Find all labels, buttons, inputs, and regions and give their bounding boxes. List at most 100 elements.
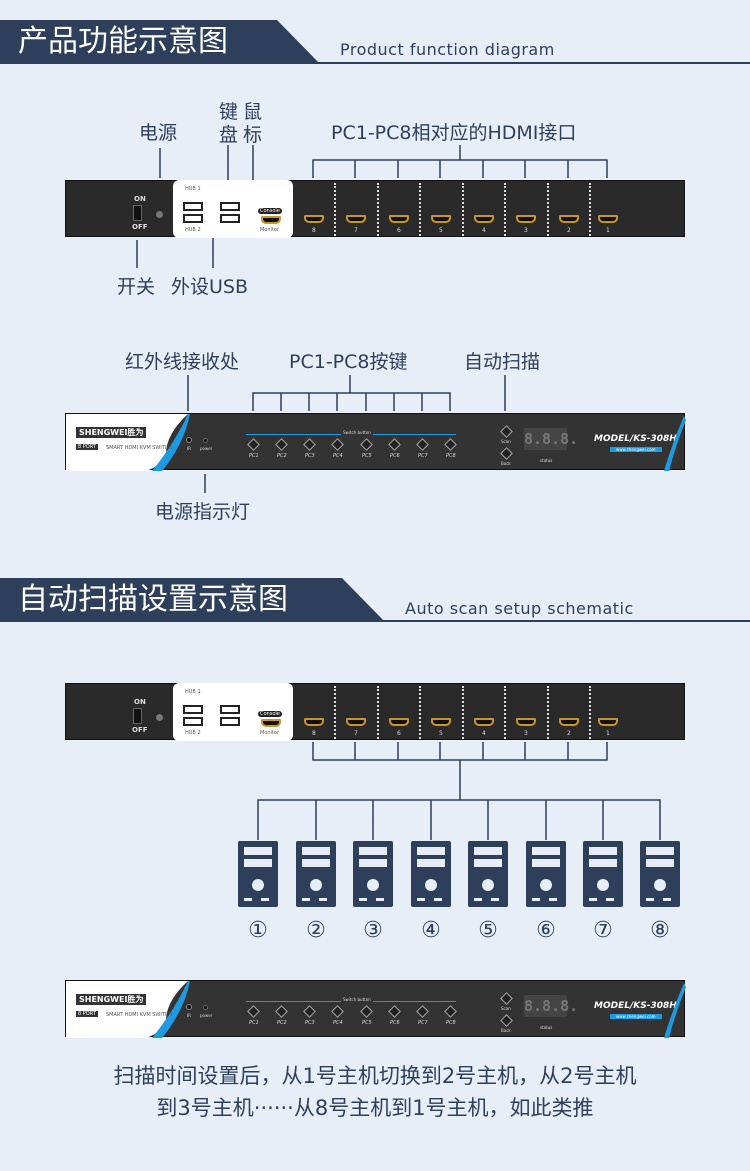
usb-port xyxy=(183,717,203,726)
port-separator xyxy=(589,686,591,739)
port-separator xyxy=(377,183,379,236)
port-number: 8 xyxy=(312,227,316,234)
label-off: OFF xyxy=(132,223,148,231)
pc-button-4[interactable] xyxy=(331,1005,344,1018)
computer-number: ⑧ xyxy=(650,918,670,943)
label-hub1: HUB 1 xyxy=(185,186,201,192)
label-ir: IR xyxy=(187,1013,191,1018)
port-separator xyxy=(504,686,506,739)
pc-button-label: PC7 xyxy=(418,453,428,459)
port-separator xyxy=(419,686,421,739)
computer-number: ① xyxy=(248,918,268,943)
pc-button-label: PC5 xyxy=(362,453,372,459)
pc-button-label: PC2 xyxy=(277,1020,287,1026)
label-status: status xyxy=(540,458,553,463)
label-ir-receiver: 红外线接收处 xyxy=(125,351,240,373)
port xyxy=(549,898,557,901)
hdmi-port-2 xyxy=(346,718,366,726)
port-separator xyxy=(504,183,506,236)
port xyxy=(417,898,425,901)
computer-icon xyxy=(238,841,278,907)
port xyxy=(606,898,614,901)
port xyxy=(376,898,384,901)
header-band-shape xyxy=(0,20,320,64)
pc-button-7[interactable] xyxy=(416,1005,429,1018)
usb-port xyxy=(183,202,203,211)
hdmi-port-5 xyxy=(474,718,494,726)
pc-button-3[interactable] xyxy=(303,1005,316,1018)
label-power: power xyxy=(200,446,213,451)
computer-icon xyxy=(353,841,393,907)
label-scan: Scan xyxy=(501,1006,511,1011)
label-on: ON xyxy=(134,698,146,706)
pc-button-6[interactable] xyxy=(388,1005,401,1018)
port xyxy=(244,898,252,901)
back-button[interactable] xyxy=(500,1014,513,1027)
power-button xyxy=(310,879,322,891)
front-callout-lines xyxy=(187,375,506,493)
model-label: MODEL/KS-308H xyxy=(594,1001,677,1011)
pc-button-label: PC4 xyxy=(333,1020,343,1026)
label-back: Back xyxy=(501,1028,511,1033)
port-number: 4 xyxy=(482,227,486,234)
label-back: Back xyxy=(501,461,511,466)
scan-button[interactable] xyxy=(500,992,513,1005)
divider xyxy=(318,62,750,64)
label-power-led: 电源指示灯 xyxy=(155,501,251,523)
hdmi-port-6 xyxy=(516,718,536,726)
label-hub2: HUB 2 xyxy=(185,227,201,233)
pc-button-label: PC1 xyxy=(249,1020,259,1026)
section-title: 自动扫描设置示意图 xyxy=(18,582,288,617)
drive-bay xyxy=(302,859,330,867)
usb-port xyxy=(183,214,203,223)
hdmi-port-8 xyxy=(598,215,618,223)
power-switch xyxy=(133,205,142,221)
product-name: SMART HDMI KVM SWITCH xyxy=(106,445,172,451)
port-number: 3 xyxy=(524,730,528,737)
power-switch xyxy=(133,708,142,724)
port-number: 7 xyxy=(354,730,358,737)
pc-button-label: PC3 xyxy=(305,1020,315,1026)
website-label: www.shengwei.com xyxy=(610,1014,662,1019)
port-number: 7 xyxy=(354,227,358,234)
hdmi-port-3 xyxy=(389,215,409,223)
port xyxy=(646,898,654,901)
usb-port xyxy=(220,202,240,211)
port-separator xyxy=(419,183,421,236)
connection-tree xyxy=(257,742,661,840)
computer-number: ⑥ xyxy=(536,918,556,943)
power-button xyxy=(252,879,264,891)
pc-button-1[interactable] xyxy=(247,1005,260,1018)
hdmi-port-3 xyxy=(389,718,409,726)
port-number: 2 xyxy=(567,227,571,234)
power-button xyxy=(654,879,666,891)
drive-bay xyxy=(417,847,445,855)
pc-button-5[interactable] xyxy=(360,1005,373,1018)
port xyxy=(532,898,540,901)
power-button xyxy=(482,879,494,891)
header-band-shape xyxy=(0,578,385,622)
section-subtitle: Auto scan setup schematic xyxy=(405,599,634,618)
hdmi-port-8 xyxy=(598,718,618,726)
drive-bay xyxy=(474,847,502,855)
pc-button-8[interactable] xyxy=(444,1005,457,1018)
power-button xyxy=(367,879,379,891)
port-number: 1 xyxy=(606,227,610,234)
hdmi-port xyxy=(261,216,281,224)
computer-icon xyxy=(468,841,508,907)
port-number: 4 xyxy=(482,730,486,737)
port xyxy=(261,898,269,901)
footer-line-1: 扫描时间设置后，从1号主机切换到2号主机，从2号主机 xyxy=(113,1064,637,1088)
port-separator xyxy=(547,686,549,739)
port xyxy=(589,898,597,901)
blue-swoosh xyxy=(664,414,686,471)
label-autoscan: 自动扫描 xyxy=(464,351,541,373)
hdmi-port-5 xyxy=(474,215,494,223)
usb-port xyxy=(220,705,240,714)
label-monitor: Monitor xyxy=(260,730,280,736)
pc-button-2[interactable] xyxy=(275,1005,288,1018)
port-number: 2 xyxy=(567,730,571,737)
brand-logo: SHENGWEI胜为 xyxy=(76,427,147,438)
